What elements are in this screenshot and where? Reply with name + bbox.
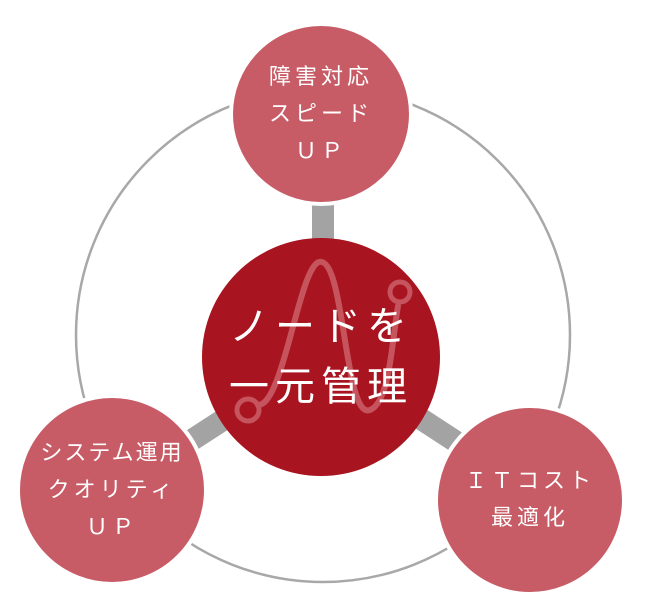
center-line-1: ノードを [229, 304, 413, 350]
node-top-label: 障害対応 スピード ＵＰ [231, 24, 411, 204]
node-left-label: システム運用 クオリティ ＵＰ [18, 396, 206, 584]
logo-watermark-icon [234, 259, 413, 424]
center-circle [202, 238, 440, 476]
node-top-circle [229, 22, 413, 206]
node-left-line-2: クオリティ [47, 477, 177, 503]
node-top-line-3: ＵＰ [294, 138, 347, 164]
node-right-line-2: 最適化 [490, 506, 569, 531]
center-label: ノードを 一元管理 [202, 238, 440, 476]
node-left-line-1: システム運用 [40, 440, 184, 466]
center-line-2: 一元管理 [229, 364, 413, 410]
node-left-line-3: ＵＰ [85, 514, 138, 540]
node-top-line-2: スピード [268, 101, 373, 127]
node-left-circle [16, 394, 208, 586]
node-right-label: ＩＴコスト 最適化 [436, 406, 624, 594]
node-top-line-1: 障害対応 [268, 64, 373, 90]
node-right-line-1: ＩＴコスト [464, 469, 595, 494]
